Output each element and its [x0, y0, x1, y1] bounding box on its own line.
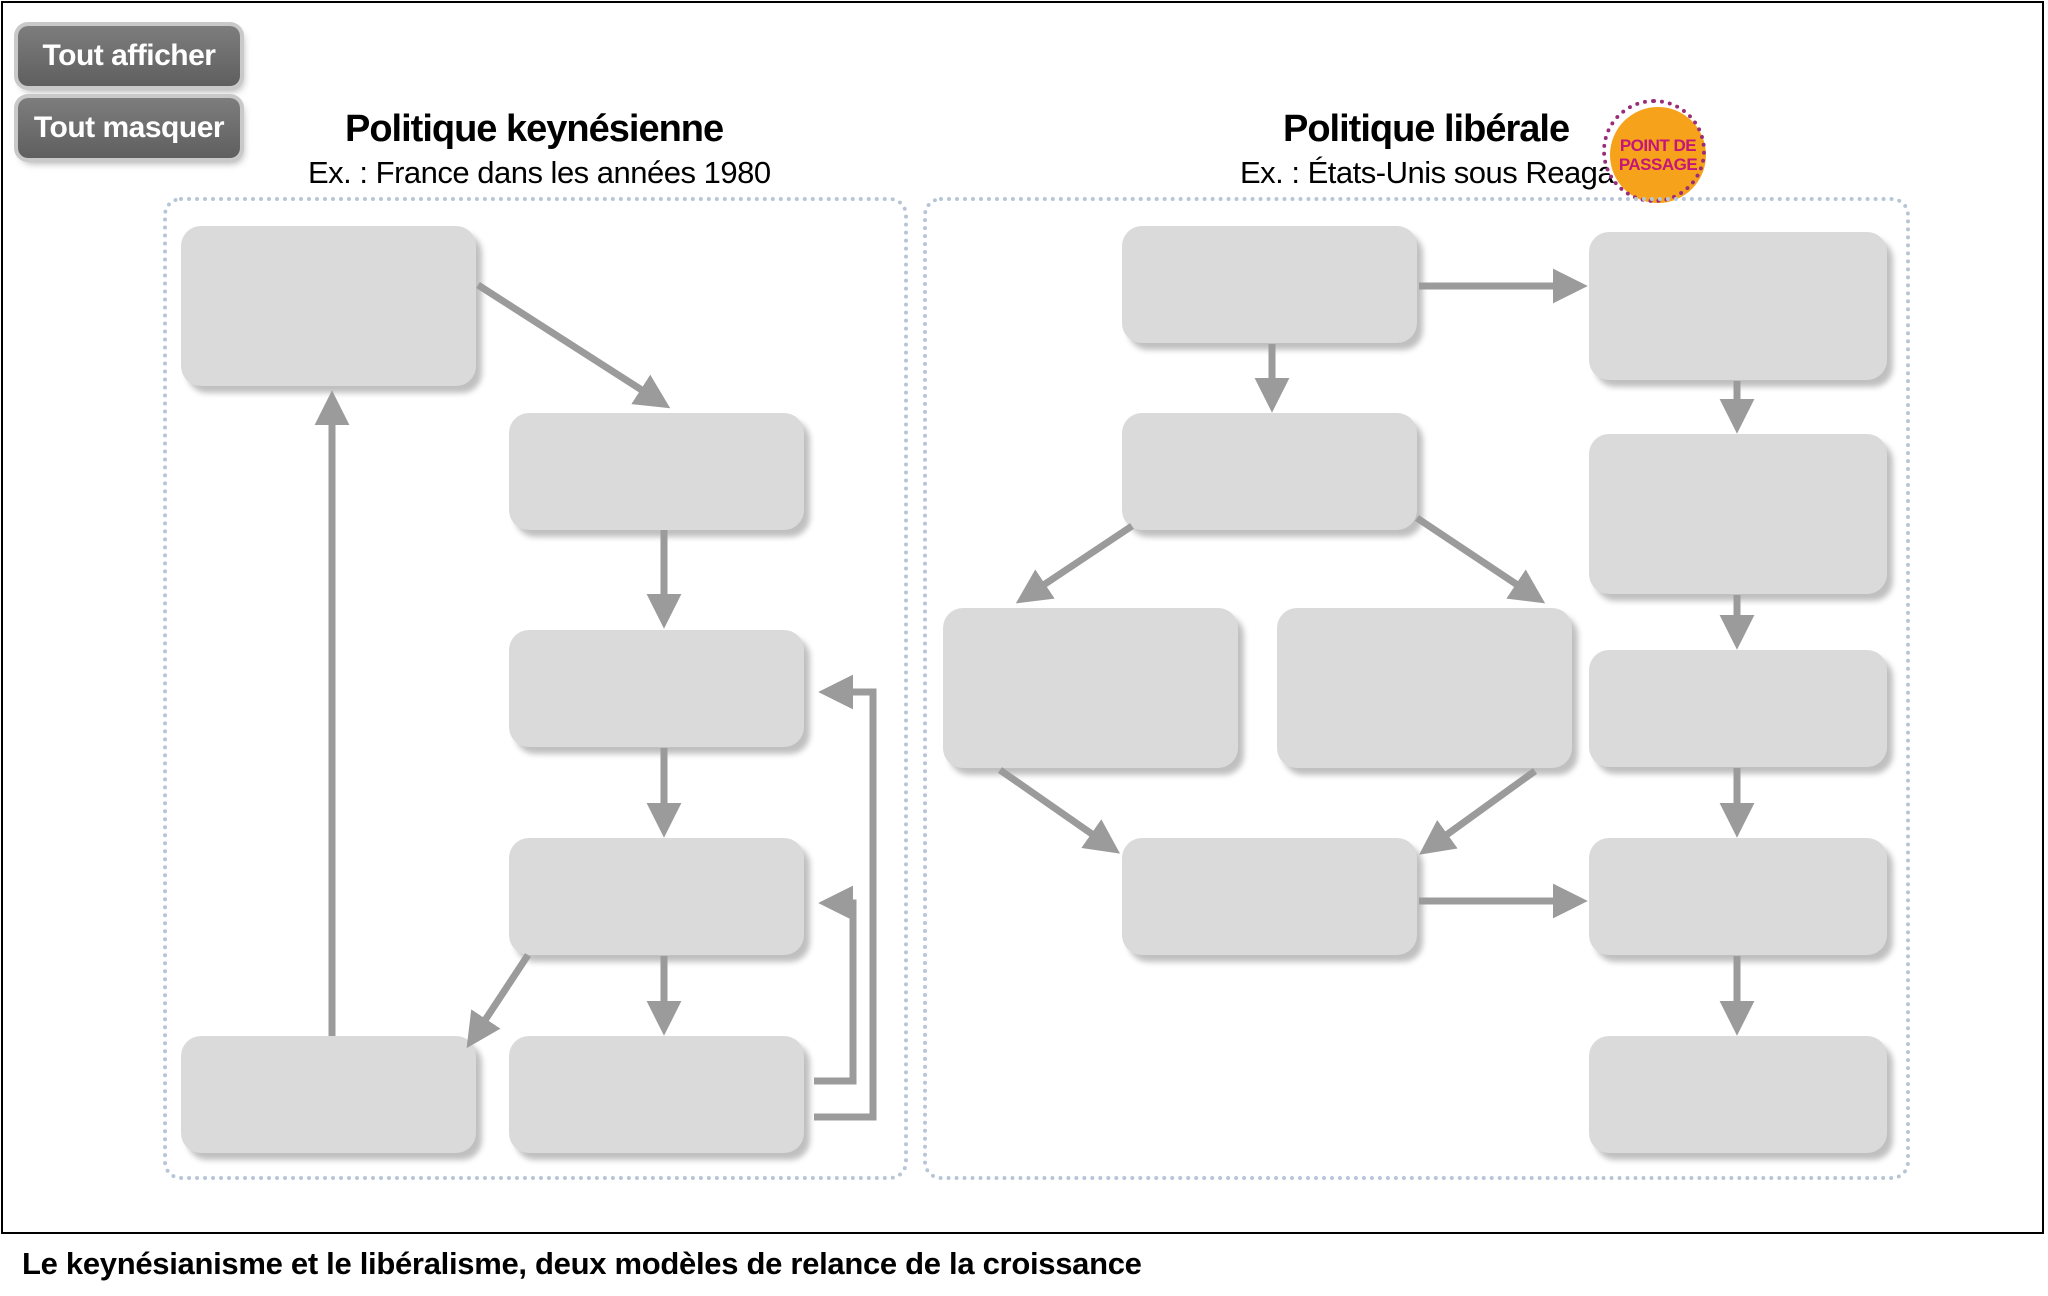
keynesian-box-6[interactable] [509, 1036, 804, 1153]
l-arrow-3-5 [1015, 523, 1134, 604]
liberal-title: Politique libérale [1283, 108, 1570, 150]
l-arrow-3-6 [1415, 515, 1546, 604]
liberal-box-9[interactable] [1589, 838, 1887, 955]
keynesian-box-2[interactable] [509, 413, 804, 530]
l-arrow-6-8 [1419, 768, 1538, 855]
keynesian-box-4[interactable] [509, 838, 804, 955]
badge-ring [1602, 99, 1706, 203]
keynesian-box-5[interactable] [181, 1036, 476, 1153]
liberal-subtitle: Ex. : États-Unis sous Reagan [1240, 155, 1631, 190]
liberal-box-10[interactable] [1589, 1036, 1887, 1153]
keynesian-box-3[interactable] [509, 630, 804, 747]
hide-all-button[interactable]: Tout masquer [18, 98, 240, 158]
keynesian-subtitle: Ex. : France dans les années 1980 [308, 155, 771, 190]
liberal-box-7[interactable] [1589, 650, 1887, 767]
figure-caption: Le keynésianisme et le libéralisme, deux… [22, 1246, 1142, 1281]
liberal-box-5[interactable] [943, 608, 1238, 768]
liberal-box-2[interactable] [1589, 232, 1887, 380]
liberal-box-4[interactable] [1589, 434, 1887, 594]
k-arrow-1-2 [476, 282, 671, 409]
liberal-box-3[interactable] [1122, 413, 1417, 530]
k-loop-6-4 [814, 885, 857, 1085]
keynesian-title: Politique keynésienne [345, 108, 724, 150]
l-arrow-5-8 [997, 767, 1121, 854]
keynesian-box-1[interactable] [181, 226, 476, 386]
show-all-button[interactable]: Tout afficher [18, 26, 240, 86]
keynesian-panel [163, 197, 908, 1180]
k-loop-6-3 [814, 674, 877, 1121]
liberal-panel [923, 197, 1910, 1180]
liberal-box-8[interactable] [1122, 838, 1417, 955]
liberal-box-1[interactable] [1122, 226, 1417, 343]
liberal-box-6[interactable] [1277, 608, 1572, 768]
k-arrow-4-5 [466, 953, 531, 1049]
